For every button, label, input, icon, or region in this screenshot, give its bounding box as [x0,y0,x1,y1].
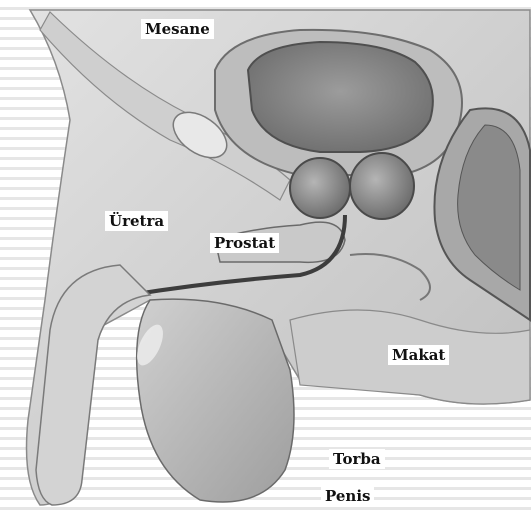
label-bladder: Mesane [141,19,214,39]
label-prostate: Prostat [210,233,279,253]
seminal-vesicle-right [350,153,414,219]
label-urethra: Üretra [105,211,168,231]
label-penis: Penis [321,486,374,506]
label-rectum: Makat [388,345,449,365]
seminal-vesicle-left [290,158,350,218]
bladder [248,42,433,152]
label-scrotum: Torba [329,449,385,469]
